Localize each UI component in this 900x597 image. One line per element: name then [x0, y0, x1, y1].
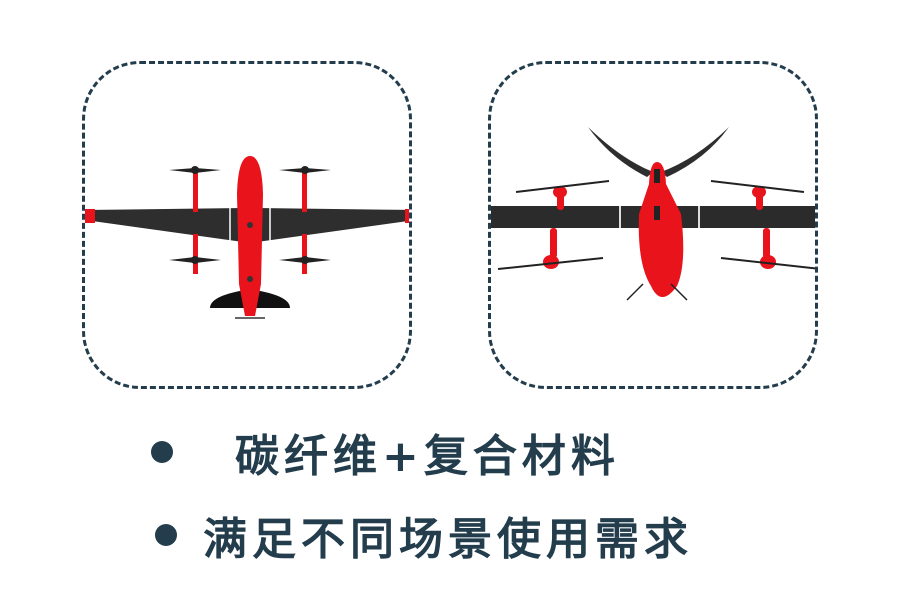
bullet-dot-icon	[151, 441, 173, 463]
feature-label: 碳纤维+复合材料	[235, 431, 620, 482]
bullet-dot-icon	[155, 524, 177, 546]
feature-item-scenarios: 满足不同场景使用需求	[155, 503, 693, 567]
drone-front-view-illustration	[491, 127, 815, 301]
drone-top-view-illustration	[85, 156, 409, 319]
feature-item-carbon-fiber: 碳纤维+复合材料	[151, 420, 620, 484]
feature-label: 满足不同场景使用需求	[203, 514, 693, 565]
drone-top-view-card	[82, 61, 412, 389]
drone-front-view-card	[488, 61, 818, 389]
